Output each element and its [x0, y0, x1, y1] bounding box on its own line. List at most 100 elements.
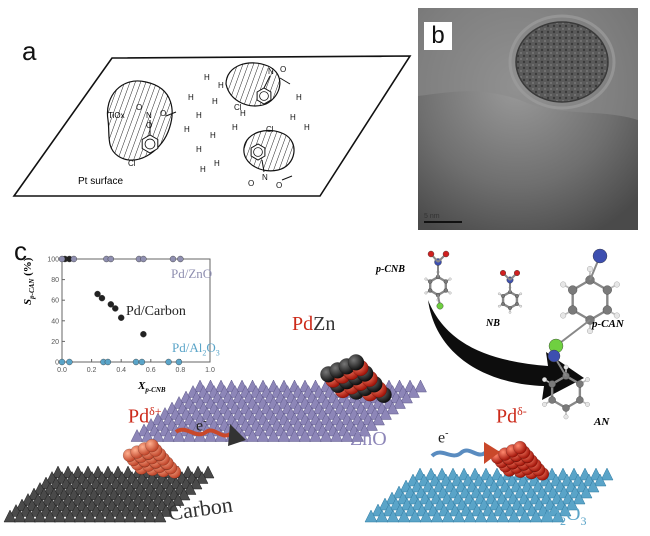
support-cone: [400, 390, 413, 404]
support-cone: [600, 467, 614, 481]
support-cone: [3, 509, 17, 523]
hydrogen-atom: [587, 266, 594, 273]
o-label: O: [248, 179, 254, 188]
hydrogen-atom: [563, 364, 569, 370]
support-cone: [393, 395, 406, 409]
h-atom-label: H: [296, 93, 302, 102]
carbon-atom: [443, 279, 448, 284]
scatter-point: [138, 358, 146, 366]
n-label-top: N: [268, 67, 274, 76]
support-cone: [572, 491, 586, 505]
y-tick-label: 80: [51, 277, 59, 284]
panel-label-a: a: [22, 36, 37, 66]
hydrogen-atom: [519, 292, 523, 296]
hydrogen-atom: [563, 414, 569, 420]
an-molecule: [542, 349, 590, 420]
support-cone: [309, 428, 322, 442]
pt-surface-label: Pt surface: [78, 176, 124, 187]
support-cone: [123, 509, 137, 523]
support-cone: [351, 428, 364, 442]
scatter-point: [98, 294, 106, 302]
cl-label-bottom: Cl: [266, 125, 274, 134]
hydrogen-atom: [497, 304, 501, 308]
hydrogen-atom: [508, 311, 512, 314]
carbon-atom: [501, 294, 506, 298]
support-cone: [23, 509, 37, 523]
h-atom-label: H: [232, 123, 238, 132]
n-label-bottom: N: [262, 173, 268, 182]
support-cone: [407, 384, 420, 398]
support-cone: [153, 509, 167, 523]
support-cone: [365, 417, 378, 431]
scatter-point: [140, 330, 147, 338]
carbon-atom: [562, 404, 570, 412]
carbon-atom: [568, 285, 578, 295]
support-cone: [288, 428, 301, 442]
h-atom-label: H: [290, 113, 296, 122]
support-cone: [195, 470, 209, 484]
cl-label-top: Cl: [234, 103, 242, 112]
support-cone: [13, 509, 27, 523]
support-cone: [165, 498, 179, 512]
scatter-point: [66, 358, 73, 366]
oxygen-atom: [442, 250, 450, 258]
support-cone: [386, 401, 399, 415]
support-cone: [419, 509, 433, 523]
scatter-point: [140, 255, 147, 263]
annotation-pd-carbon: Pd/Carbon: [126, 304, 186, 319]
p-cnb-molecule: [424, 250, 452, 310]
h-atom-label: H: [212, 97, 218, 106]
carbon-atom: [428, 288, 433, 293]
support-cone: [340, 428, 354, 442]
nitrogen-atom: [547, 349, 561, 363]
support-cone: [63, 509, 77, 523]
support-cone: [565, 497, 579, 511]
support-cone: [485, 509, 499, 523]
y-tick-label: 40: [51, 318, 59, 325]
scatter-point: [70, 255, 78, 263]
support-cone: [201, 465, 215, 479]
support-cone: [558, 503, 572, 517]
p-cnb-label: p-CNB: [376, 264, 405, 275]
scatter-point: [58, 358, 66, 366]
support-cone: [386, 509, 400, 523]
hydrogen-atom: [542, 377, 547, 383]
support-cone: [113, 509, 127, 523]
support-cone: [529, 509, 543, 523]
support-cone: [372, 412, 385, 426]
support-cone: [151, 428, 165, 442]
support-cone: [53, 509, 67, 523]
support-cone: [162, 428, 175, 442]
scatter-point: [107, 301, 115, 308]
x-tick-label: 0.8: [176, 367, 186, 374]
x-tick-label: 0.0: [57, 367, 67, 374]
support-cone: [452, 509, 466, 523]
panel-label-b: b: [424, 22, 452, 50]
zno-label: ZnO: [350, 428, 387, 450]
scatter-point: [177, 255, 184, 263]
support-cone: [172, 428, 186, 442]
bond-line: [263, 75, 271, 89]
arrow-line: [279, 77, 291, 85]
support-cone: [103, 509, 117, 523]
hydrogen-atom: [424, 277, 428, 281]
support-cone: [256, 428, 270, 442]
support-cone: [143, 509, 157, 523]
pdzn-cluster: [320, 354, 392, 403]
carbon-atom: [602, 305, 612, 315]
electron-label-left: e-: [196, 416, 207, 435]
nb-label: NB: [486, 318, 500, 329]
support-cone: [83, 509, 97, 523]
h-atom-label: H: [240, 109, 246, 118]
arrow-line: [281, 175, 293, 181]
pd-delta-plus-label: Pdδ+: [128, 404, 162, 428]
support-cone: [397, 509, 411, 523]
x-tick-label: 0.4: [116, 367, 126, 374]
support-cone: [551, 509, 565, 523]
carbon-atom: [548, 380, 556, 388]
y-tick-label: 100: [47, 257, 59, 264]
annotation-pd-al2o3: Pd/Al2O3: [172, 340, 220, 358]
h-atom-label: H: [184, 125, 190, 134]
pd-al2o3-cluster: [490, 440, 550, 481]
